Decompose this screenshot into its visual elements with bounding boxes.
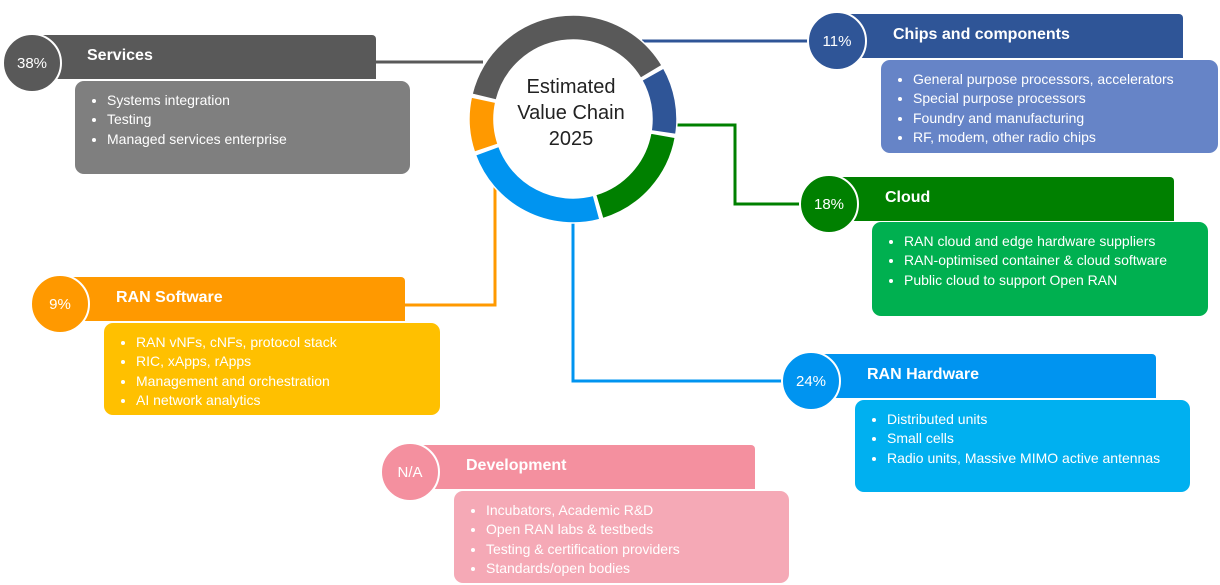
services-title-bar: Services: [29, 35, 376, 79]
services-details-box: Systems integration Testing Managed serv…: [75, 81, 410, 174]
development-details-box: Incubators, Academic R&D Open RAN labs &…: [454, 491, 789, 583]
software-connector: [405, 186, 497, 307]
hardware-percent-badge: 24%: [781, 351, 841, 411]
chips-details-box: General purpose processors, accelerators…: [881, 60, 1218, 153]
donut-segment-cloud: [594, 132, 677, 220]
list-item: Testing & certification providers: [486, 540, 777, 559]
chips-percent-badge: 11%: [807, 11, 867, 71]
list-item: AI network analytics: [136, 391, 428, 410]
software-title-bar: RAN Software: [60, 277, 405, 321]
services-title: Services: [87, 47, 153, 64]
list-item: Incubators, Academic R&D: [486, 501, 777, 520]
list-item: Radio units, Massive MIMO active antenna…: [887, 449, 1178, 468]
cloud-title: Cloud: [885, 189, 931, 206]
cloud-title-bar: Cloud: [830, 177, 1174, 221]
list-item: Foundry and manufacturing: [913, 109, 1206, 128]
list-item: Distributed units: [887, 410, 1178, 429]
list-item: RAN vNFs, cNFs, protocol stack: [136, 333, 428, 352]
services-percent-badge: 38%: [2, 33, 62, 93]
software-title: RAN Software: [116, 289, 223, 306]
donut-segment-ran-software: [468, 96, 500, 154]
list-item: RIC, xApps, rApps: [136, 352, 428, 371]
list-item: RAN-optimised container & cloud software: [904, 251, 1196, 270]
list-item: Special purpose processors: [913, 89, 1206, 108]
chips-title-bar: Chips and components: [838, 14, 1183, 58]
chips-title: Chips and components: [893, 26, 1070, 43]
cloud-percent-badge: 18%: [799, 174, 859, 234]
cloud-connector: [676, 123, 800, 206]
donut-center-title: Estimated Value Chain 2025: [496, 74, 646, 152]
development-title-bar: Development: [411, 445, 755, 489]
list-item: RF, modem, other radio chips: [913, 128, 1206, 147]
hardware-details-box: Distributed units Small cells Radio unit…: [855, 400, 1190, 492]
center-title-line: 2025: [548, 128, 594, 150]
list-item: Open RAN labs & testbeds: [486, 520, 777, 539]
donut-segment-chips-and-components: [640, 66, 678, 136]
list-item: Management and orchestration: [136, 372, 428, 391]
list-item: RAN cloud and edge hardware suppliers: [904, 232, 1196, 251]
hardware-connector: [571, 222, 782, 383]
value-chain-donut-chart: [468, 14, 678, 224]
hardware-title: RAN Hardware: [867, 366, 980, 383]
development-percent-badge: N/A: [380, 442, 440, 502]
list-item: Standards/open bodies: [486, 559, 777, 578]
list-item: Public cloud to support Open RAN: [904, 271, 1196, 290]
list-item: Testing: [107, 110, 398, 129]
list-item: Systems integration: [107, 91, 398, 110]
donut-segment-ran-hardware: [474, 145, 601, 224]
software-percent-badge: 9%: [30, 274, 90, 334]
center-title-line: Value Chain: [517, 102, 625, 124]
list-item: Managed services enterprise: [107, 130, 398, 149]
hardware-title-bar: RAN Hardware: [812, 354, 1156, 398]
cloud-details-box: RAN cloud and edge hardware suppliers RA…: [872, 222, 1208, 316]
list-item: Small cells: [887, 429, 1178, 448]
list-item: General purpose processors, accelerators: [913, 70, 1206, 89]
software-details-box: RAN vNFs, cNFs, protocol stack RIC, xApp…: [104, 323, 440, 415]
center-title-line: Estimated: [526, 76, 616, 98]
donut-segment-services: [471, 14, 664, 102]
development-title: Development: [466, 457, 567, 474]
